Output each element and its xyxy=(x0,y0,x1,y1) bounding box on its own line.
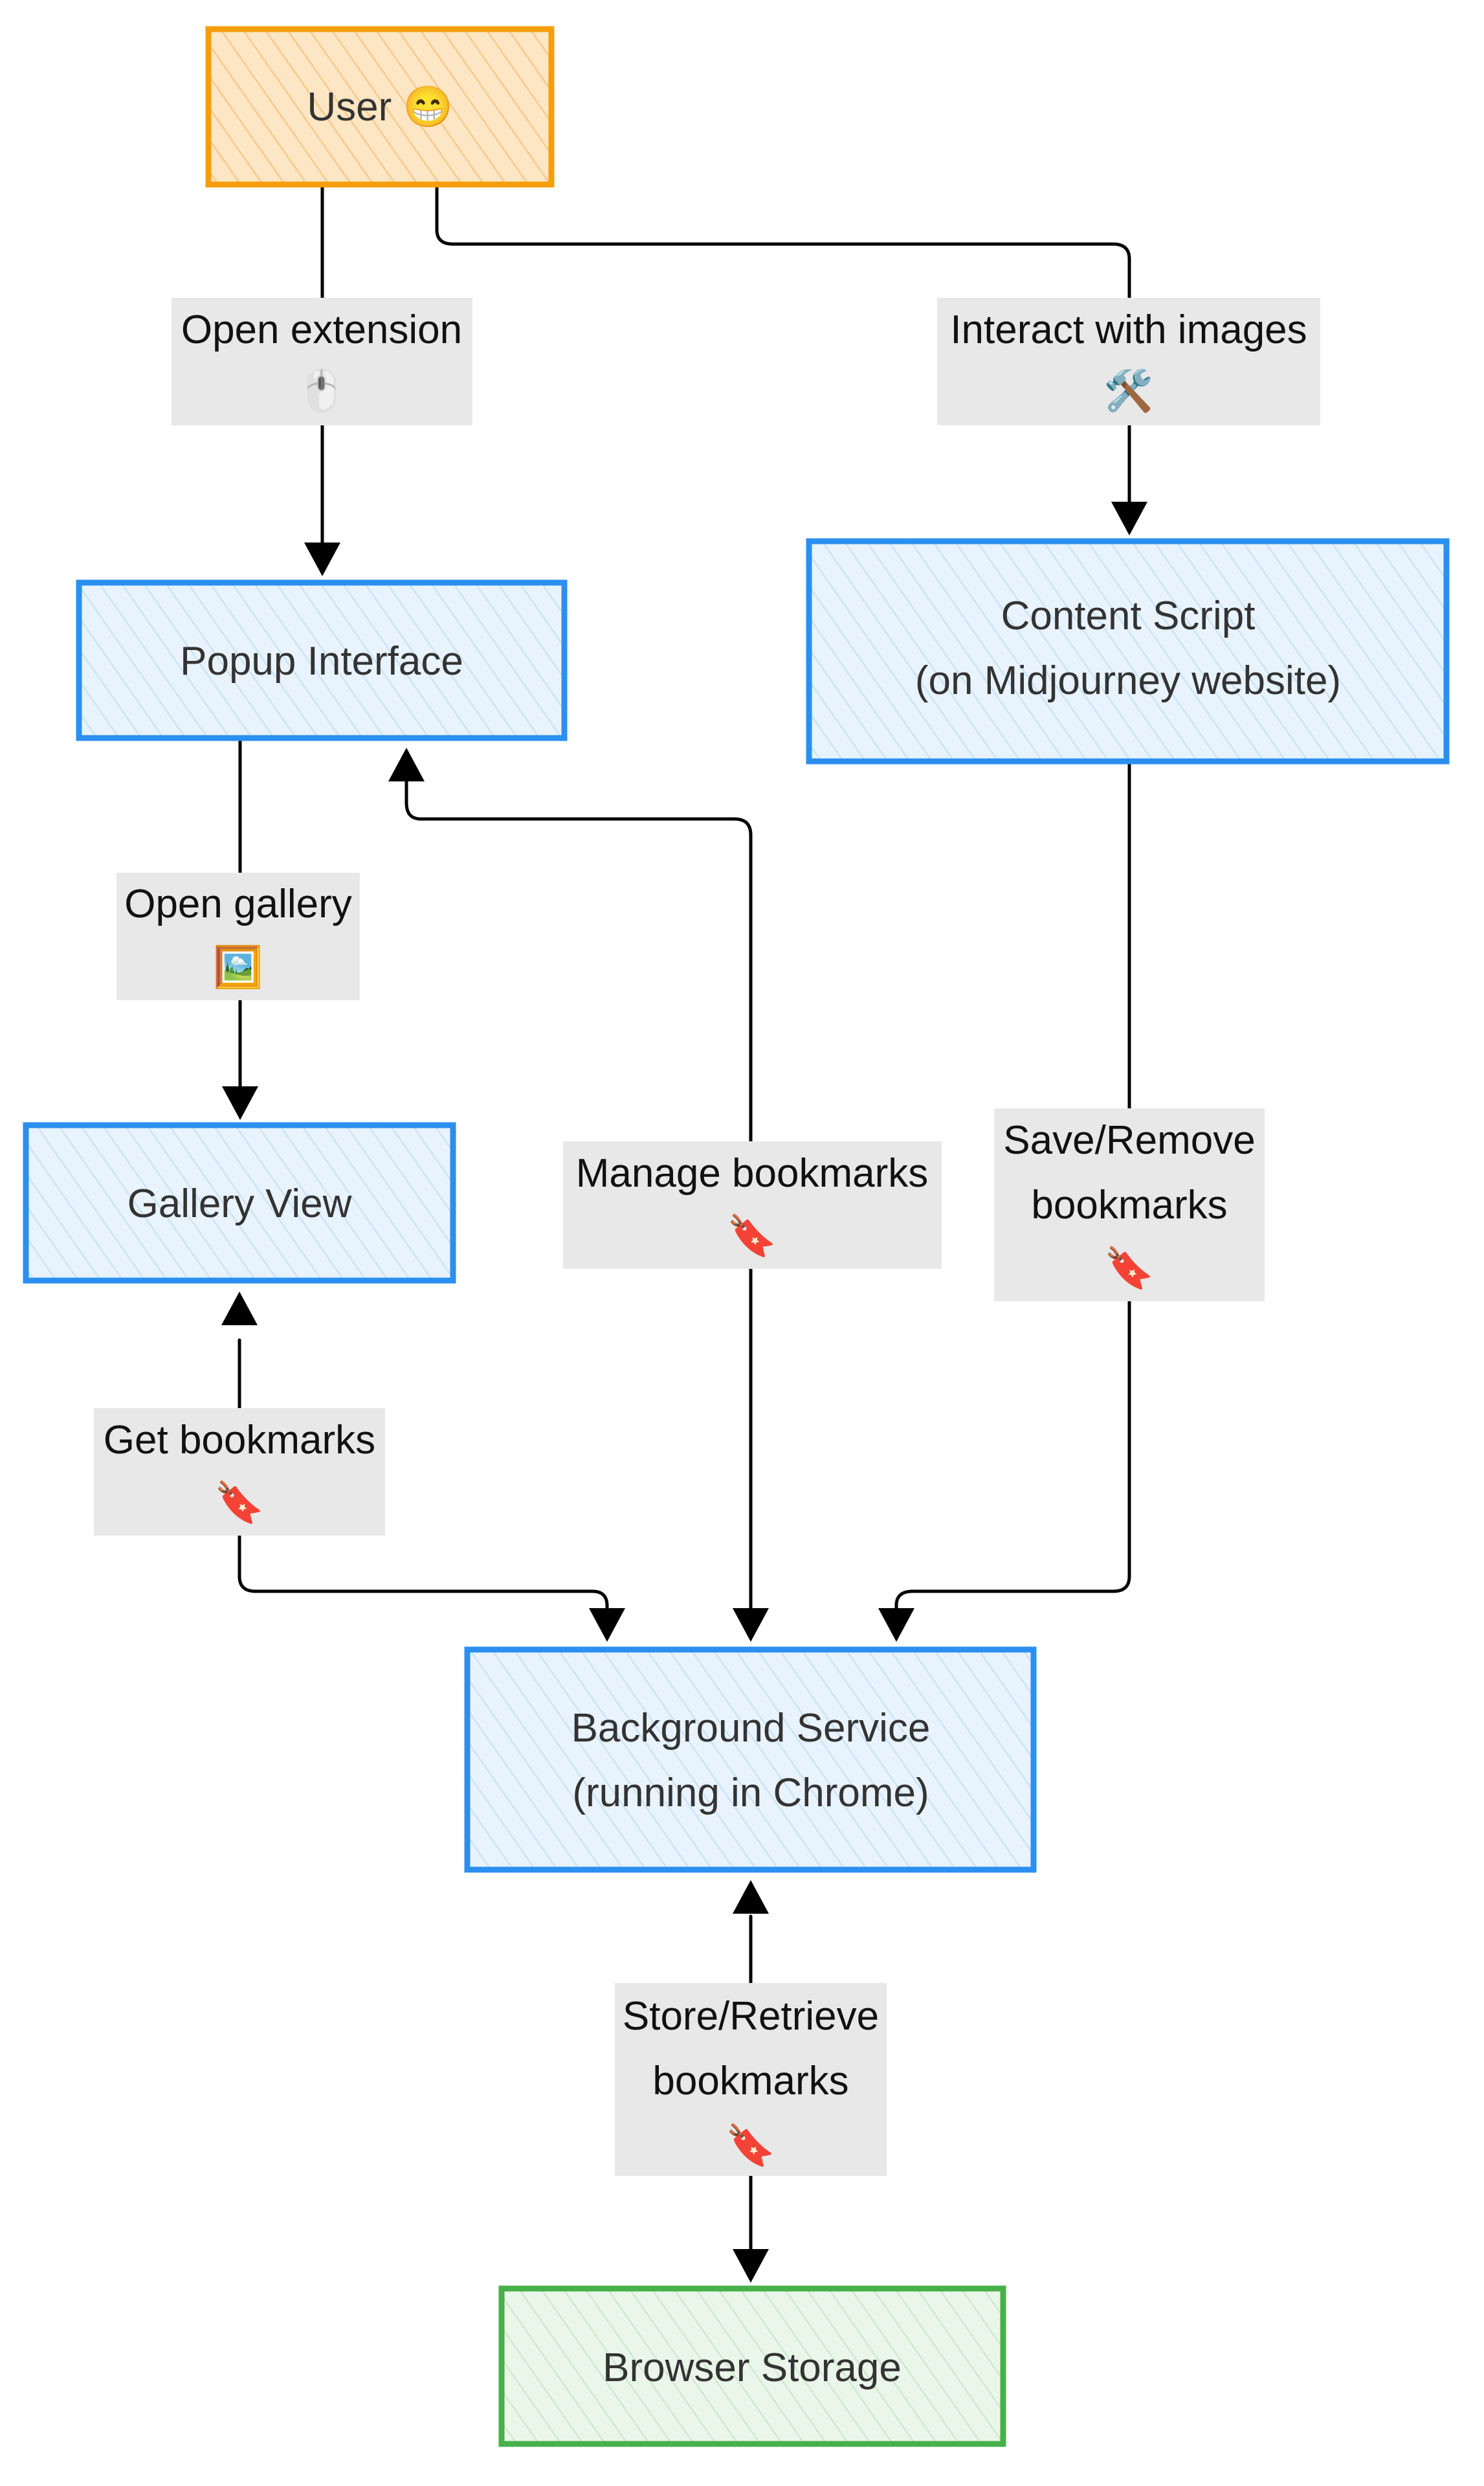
node-storage-box xyxy=(498,2285,1006,2447)
arrowhead-popup-from-bg xyxy=(388,748,425,781)
picture-icon: 🖼️ xyxy=(213,944,263,990)
node-popup-interface[interactable]: Popup Interface xyxy=(76,579,568,741)
arrowhead-bg-from-storage xyxy=(733,1880,769,1914)
arrowhead-gallery-up xyxy=(221,1292,258,1325)
node-user-label: User 😁 xyxy=(307,85,452,129)
label-get-bookmarks: Get bookmarks 🔖 xyxy=(94,1408,385,1536)
arrowhead-bg-left xyxy=(589,1608,625,1642)
tools-icon: 🛠️ xyxy=(1103,366,1153,414)
label-manage-bookmarks: Manage bookmarks 🔖 xyxy=(563,1141,942,1269)
edge-interact-images xyxy=(435,186,1131,513)
mouse-icon: 🖱️ xyxy=(296,368,346,414)
node-content-box xyxy=(806,538,1450,765)
node-background-label-line1: Background Service xyxy=(571,1706,931,1751)
label-interact-images-text: Interact with images xyxy=(950,308,1307,352)
node-browser-storage[interactable]: Browser Storage xyxy=(498,2285,1006,2447)
label-save-remove-text-line2: bookmarks xyxy=(1031,1183,1227,1227)
label-open-gallery-bg xyxy=(116,873,360,1000)
node-user[interactable]: User 😁 xyxy=(205,26,555,188)
node-background-service[interactable]: Background Service (running in Chrome) xyxy=(464,1646,1037,1873)
node-gallery-view[interactable]: Gallery View xyxy=(23,1122,456,1284)
arrowhead-gallery xyxy=(222,1086,258,1120)
label-get-bookmarks-text: Get bookmarks xyxy=(104,1418,375,1462)
label-open-extension-text: Open extension xyxy=(181,308,462,352)
node-gallery-box xyxy=(23,1122,456,1284)
label-interact-images: Interact with images 🛠️ xyxy=(937,298,1320,425)
bookmark-icon: 🔖 xyxy=(214,1479,264,1525)
label-save-remove: Save/Remove bookmarks 🔖 xyxy=(994,1108,1265,1301)
label-open-extension-bg xyxy=(172,298,472,425)
node-background-label-line2: (running in Chrome) xyxy=(572,1771,929,1815)
node-content-script[interactable]: Content Script (on Midjourney website) xyxy=(806,538,1450,765)
label-store-retrieve-text-line1: Store/Retrieve xyxy=(623,1994,879,2039)
label-save-remove-text-line1: Save/Remove xyxy=(1003,1118,1255,1163)
edge-get-bookmarks xyxy=(238,1338,609,1617)
edges xyxy=(238,186,1131,2252)
label-store-retrieve-text-line2: bookmarks xyxy=(652,2059,848,2103)
node-content-label-line2: (on Midjourney website) xyxy=(915,658,1341,703)
node-popup-label: Popup Interface xyxy=(180,639,463,684)
bookmark-icon: 🔖 xyxy=(1104,1245,1154,1291)
arrowhead-bg-right xyxy=(878,1608,914,1642)
bookmark-icon: 🔖 xyxy=(725,2122,775,2168)
label-save-remove-bg xyxy=(994,1108,1265,1301)
edge-manage-bookmarks-up xyxy=(404,775,753,1617)
arrowhead-content xyxy=(1111,502,1147,535)
arrowhead-storage xyxy=(733,2249,769,2283)
arrowheads xyxy=(221,502,1147,2283)
edge-save-remove xyxy=(894,762,1131,1617)
label-get-bookmarks-bg xyxy=(94,1408,385,1536)
node-background-box xyxy=(464,1646,1037,1873)
arrowhead-bg-middle xyxy=(733,1608,769,1642)
label-open-extension: Open extension 🖱️ xyxy=(172,298,472,425)
label-interact-images-bg xyxy=(937,298,1320,425)
label-open-gallery: Open gallery 🖼️ xyxy=(116,873,360,1000)
label-manage-bookmarks-text: Manage bookmarks xyxy=(576,1151,929,1196)
node-user-box xyxy=(205,26,555,188)
node-gallery-label: Gallery View xyxy=(127,1181,352,1226)
arrowhead-popup-from-user xyxy=(304,543,340,576)
label-manage-bookmarks-bg xyxy=(563,1141,942,1269)
node-popup-box xyxy=(76,579,568,741)
node-content-label-line1: Content Script xyxy=(1001,594,1256,638)
label-open-gallery-text: Open gallery xyxy=(124,882,352,926)
bookmark-icon: 🔖 xyxy=(727,1213,777,1259)
label-store-retrieve-bg xyxy=(615,1983,887,2176)
node-storage-label: Browser Storage xyxy=(603,2346,902,2390)
label-store-retrieve: Store/Retrieve bookmarks 🔖 xyxy=(615,1983,887,2176)
